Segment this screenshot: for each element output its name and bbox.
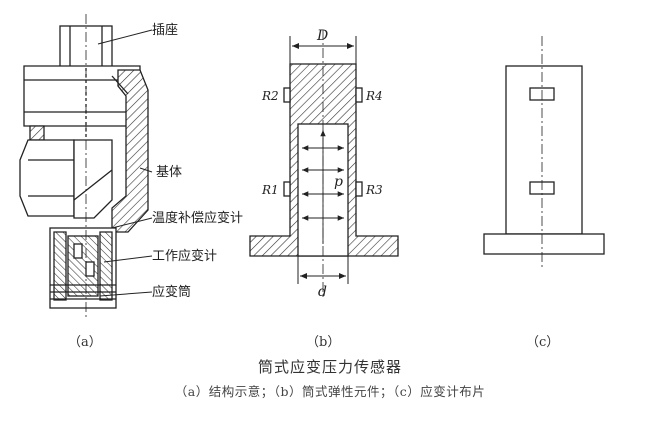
gauge-r1: R1 bbox=[261, 183, 279, 197]
panel-b-label: （b） bbox=[306, 335, 340, 350]
dim-outer-diameter: D bbox=[316, 28, 328, 44]
gauge-r3: R3 bbox=[365, 183, 383, 197]
panel-b-drawing bbox=[249, 30, 399, 300]
panel-c-label: （c） bbox=[526, 335, 559, 350]
callout-temp-comp-gauge: 温度补偿应变计 bbox=[152, 210, 243, 226]
panel-a-label: （a） bbox=[68, 335, 102, 350]
callout-socket: 插座 bbox=[152, 23, 178, 38]
panel-a-drawing bbox=[19, 14, 149, 318]
figure-title: 筒式应变压力传感器 bbox=[257, 358, 402, 376]
callout-working-gauge: 工作应变计 bbox=[152, 248, 217, 264]
dim-inner-diameter: d bbox=[318, 284, 327, 300]
figure-subtitle: （a）结构示意；（b）筒式弹性元件；（c）应变计布片 bbox=[174, 384, 486, 399]
panel-a-leaders bbox=[97, 29, 153, 297]
callout-strain-cylinder: 应变筒 bbox=[152, 284, 191, 300]
callout-base: 基体 bbox=[156, 165, 182, 180]
pressure-label: p bbox=[334, 174, 343, 190]
panel-c-drawing bbox=[483, 36, 605, 268]
gauge-r4: R4 bbox=[365, 89, 383, 103]
gauge-r2: R2 bbox=[261, 89, 279, 103]
